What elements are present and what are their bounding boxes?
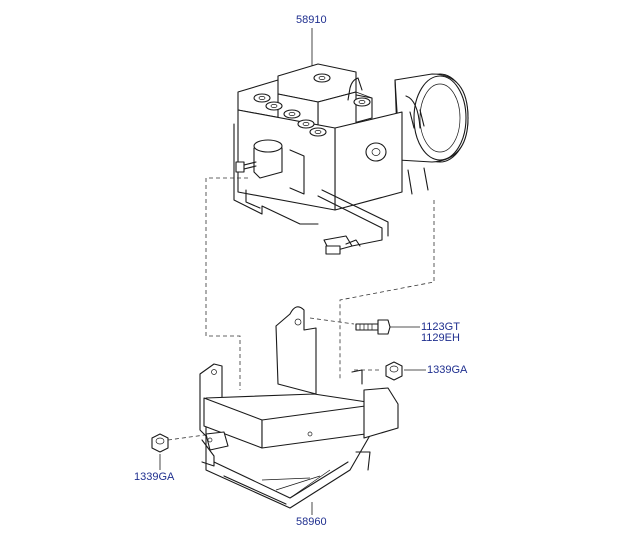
callout-58960: 58960 (296, 516, 327, 528)
bracket-58960 (199, 306, 399, 509)
hydraulic-unit-58910 (233, 63, 469, 255)
nut-1339ga-left (151, 433, 169, 453)
callout-1339ga-right: 1339GA (427, 364, 468, 376)
nut-1339ga-right (385, 361, 403, 381)
callout-1339ga-left: 1339GA (134, 471, 175, 483)
callout-1129eh: 1129EH (421, 332, 460, 344)
callout-58910: 58910 (296, 14, 327, 26)
callout-1123gt: 1123GT (421, 321, 460, 333)
bolt-1123gt (355, 319, 391, 335)
port-boss-cluster (253, 73, 371, 137)
assembly-lines (167, 177, 435, 441)
leader-lines (159, 28, 426, 515)
